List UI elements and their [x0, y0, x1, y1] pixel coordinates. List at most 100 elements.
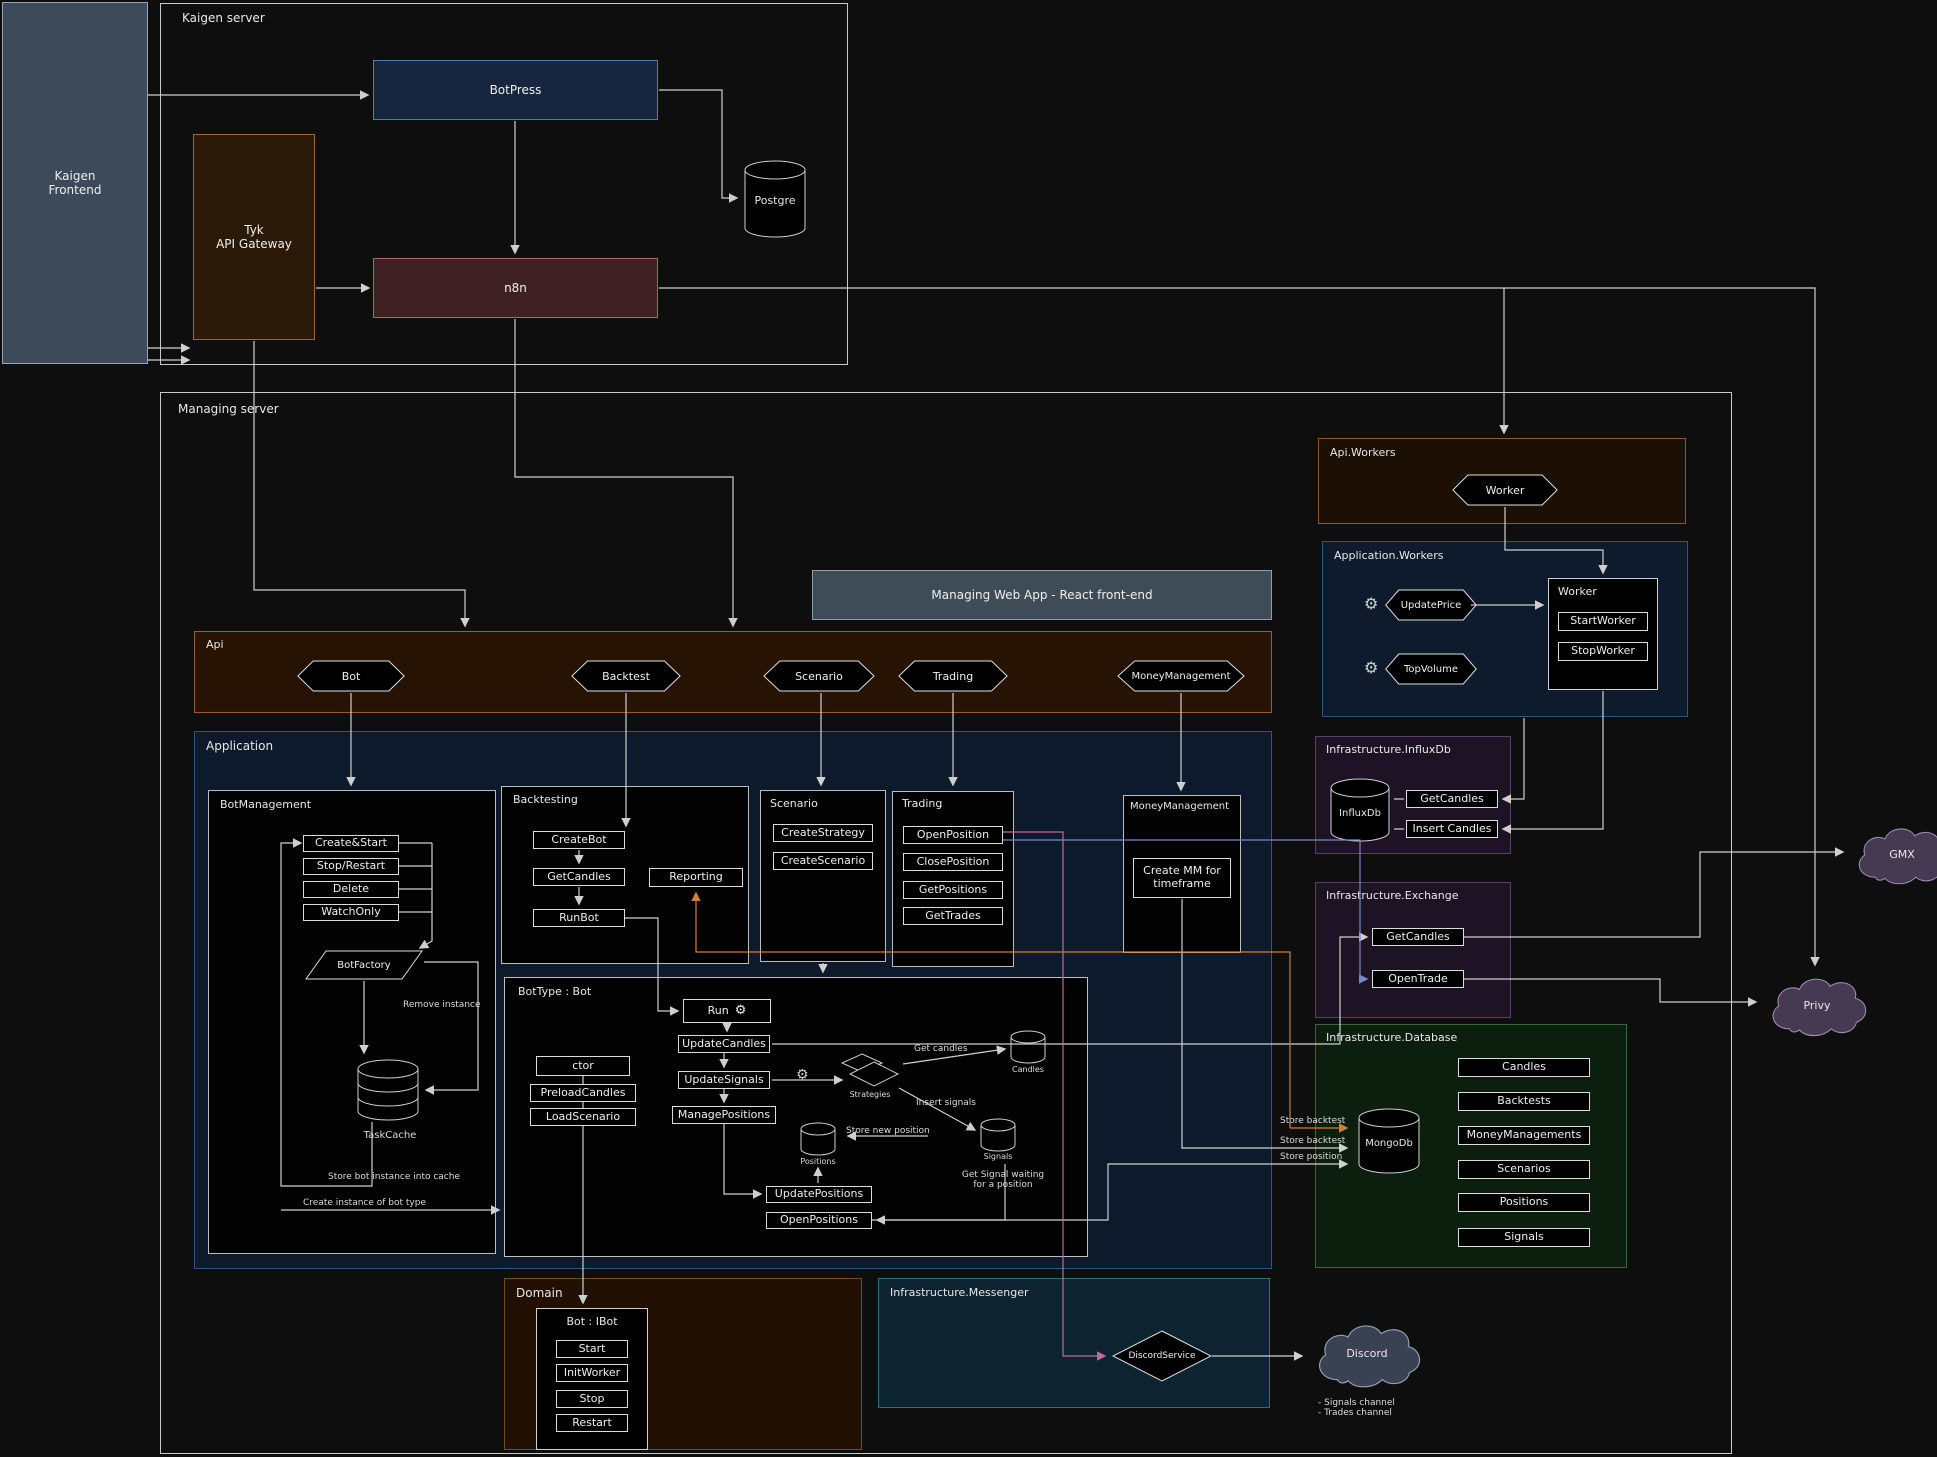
store-backtest-edge-label: Store backtest	[1280, 1116, 1346, 1126]
discord-cloud: Discord	[1308, 1318, 1426, 1394]
api-worker-hexagon: Worker	[1452, 474, 1558, 506]
task-cache-label: TaskCache	[363, 1130, 417, 1141]
positions-db-icon	[798, 1122, 838, 1156]
get-trades-node: GetTrades	[903, 907, 1003, 925]
money-management-title: MoneyManagement	[1130, 801, 1230, 812]
restart-node: Restart	[556, 1414, 628, 1432]
influx-get-candles-node: GetCandles	[1406, 790, 1498, 808]
kaigen-server-title: Kaigen server	[182, 11, 265, 25]
kaigen-frontend-node: Kaigen Frontend	[2, 2, 148, 364]
stop-worker-node: StopWorker	[1558, 642, 1648, 661]
stop-node: Stop	[556, 1390, 628, 1408]
backtesting-title: Backtesting	[513, 793, 578, 806]
api-endpoint-moneymanagement-hexagon: MoneyManagement	[1117, 660, 1245, 692]
gmx-label: GMX	[1889, 848, 1915, 861]
api-endpoint-scenario-hexagon: Scenario	[763, 660, 875, 692]
exchange-open-trade-node: OpenTrade	[1372, 970, 1464, 988]
update-price-hexagon: UpdatePrice	[1385, 589, 1477, 621]
run-node: Run⚙	[683, 999, 771, 1023]
database-title: Infrastructure.Database	[1326, 1031, 1458, 1044]
privy-label: Privy	[1803, 999, 1831, 1012]
create-instance-label: Create instance of bot type	[303, 1198, 427, 1208]
preload-candles-node: PreloadCandles	[530, 1084, 636, 1102]
delete-node: Delete	[303, 881, 399, 898]
update-signals-node: UpdateSignals	[678, 1071, 770, 1089]
load-scenario-node: LoadScenario	[530, 1108, 636, 1126]
start-worker-node: StartWorker	[1558, 612, 1648, 631]
api-endpoint-bot-hexagon: Bot	[297, 660, 405, 692]
influxdb-label: InfluxDb	[1339, 808, 1381, 819]
get-positions-node: GetPositions	[903, 881, 1003, 899]
create-mm-node: Create MM for timeframe	[1133, 858, 1231, 898]
open-position-node: OpenPosition	[903, 826, 1003, 844]
collection-scenarios-node: Scenarios	[1458, 1160, 1590, 1179]
exchange-title: Infrastructure.Exchange	[1326, 889, 1459, 902]
bot-management-title: BotManagement	[220, 798, 312, 811]
influxdb-title: Infrastructure.InfluxDb	[1326, 743, 1451, 756]
api-endpoint-trading-hexagon: Trading	[898, 660, 1008, 692]
discord-service-diamond: DiscordService	[1112, 1330, 1212, 1382]
exchange-container	[1315, 882, 1511, 1018]
bot-factory-parallelogram: BotFactory	[305, 950, 423, 980]
candles-db-icon	[1008, 1030, 1048, 1064]
collection-candles-node: Candles	[1458, 1058, 1590, 1077]
reporting-node: Reporting	[649, 868, 743, 887]
collection-signals-node: Signals	[1458, 1228, 1590, 1247]
update-positions-node: UpdatePositions	[766, 1186, 872, 1203]
manage-positions-node: ManagePositions	[672, 1106, 776, 1124]
signals-db-icon	[978, 1118, 1018, 1152]
application-workers-title: Application.Workers	[1334, 549, 1444, 562]
privy-cloud: Privy	[1762, 972, 1872, 1042]
remove-instance-label: Remove instance	[403, 1000, 481, 1010]
tyk-api-gateway-node: Tyk API Gateway	[193, 134, 315, 340]
watchonly-node: WatchOnly	[303, 904, 399, 921]
domain-title: Domain	[516, 1286, 563, 1300]
gear-icon: ⚙	[1364, 594, 1379, 613]
worker-box-title: Worker	[1558, 585, 1597, 598]
trading-title: Trading	[902, 797, 943, 810]
strategies-diamonds-icon	[838, 1052, 902, 1092]
candles-db-label: Candles	[1012, 1065, 1044, 1074]
task-cache-icon	[355, 1058, 421, 1124]
managing-server-title: Managing server	[178, 402, 279, 416]
create-start-node: Create&Start	[303, 835, 399, 852]
collection-moneymanagements-node: MoneyManagements	[1458, 1126, 1590, 1145]
gmx-cloud: GMX	[1848, 822, 1937, 890]
get-signal-edge-label: Get Signal waiting for a position	[961, 1170, 1045, 1190]
trading-box	[892, 791, 1014, 967]
mongodb-icon: MongoDb	[1356, 1108, 1422, 1176]
bot-type-title: BotType : Bot	[518, 985, 592, 998]
api-endpoint-backtest-hexagon: Backtest	[571, 660, 681, 692]
messenger-title: Infrastructure.Messenger	[890, 1286, 1029, 1299]
api-workers-title: Api.Workers	[1330, 446, 1396, 459]
close-position-node: ClosePosition	[903, 853, 1003, 871]
botpress-node: BotPress	[373, 60, 658, 120]
collection-backtests-node: Backtests	[1458, 1092, 1590, 1111]
create-strategy-node: CreateStrategy	[773, 824, 873, 842]
store-position-edge-label: Store position	[1280, 1152, 1343, 1162]
strategies-label: Strategies	[849, 1090, 891, 1099]
update-candles-node: UpdateCandles	[678, 1035, 770, 1053]
get-candles-edge-label: Get candles	[914, 1044, 968, 1054]
scenario-title: Scenario	[770, 797, 818, 810]
api-title: Api	[206, 638, 224, 651]
postgre-label: Postgre	[754, 194, 796, 207]
scenario-box	[760, 790, 886, 962]
bot-ibot-title: Bot : IBot	[566, 1315, 618, 1328]
open-positions-node: OpenPositions	[766, 1212, 872, 1229]
store-new-position-edge-label: Store new position	[846, 1126, 930, 1136]
get-candles-node: GetCandles	[533, 868, 625, 886]
store-backtest-edge-label: Store backtest	[1280, 1136, 1346, 1146]
discord-label: Discord	[1346, 1347, 1388, 1360]
signals-db-label: Signals	[983, 1152, 1013, 1161]
positions-db-label: Positions	[800, 1157, 836, 1166]
ctor-node: ctor	[536, 1056, 630, 1076]
mongodb-label: MongoDb	[1365, 1138, 1413, 1149]
stop-restart-node: Stop/Restart	[303, 858, 399, 875]
collection-positions-node: Positions	[1458, 1193, 1590, 1212]
postgre-db-icon: Postgre	[742, 158, 808, 240]
n8n-node: n8n	[373, 258, 658, 318]
gear-icon: ⚙	[734, 1002, 747, 1018]
insert-signals-edge-label: Insert signals	[916, 1098, 976, 1108]
